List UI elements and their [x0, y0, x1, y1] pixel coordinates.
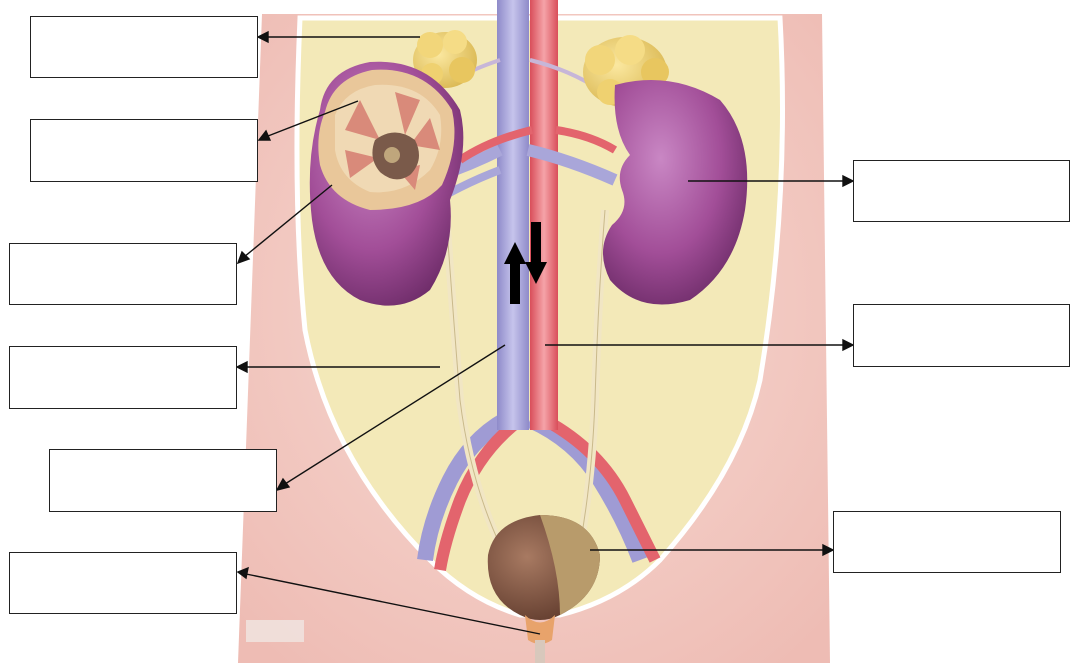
leader-arrowhead-6 — [238, 568, 248, 578]
skin-patch — [246, 620, 304, 642]
left-kidney-section — [310, 62, 464, 306]
inferior-vena-cava-vessel — [497, 0, 529, 430]
label-box-kidney[interactable] — [853, 160, 1070, 222]
label-box-renal-pelvis[interactable] — [9, 243, 237, 305]
label-box-bladder[interactable] — [833, 511, 1061, 573]
label-box-ureter[interactable] — [9, 346, 237, 409]
label-box-inferior-vena-cava[interactable] — [49, 449, 277, 512]
leader-arrowhead-8 — [843, 340, 853, 350]
label-box-urethra[interactable] — [9, 552, 237, 614]
leader-arrowhead-4 — [237, 362, 247, 372]
label-box-aorta[interactable] — [853, 304, 1070, 367]
leader-arrowhead-7 — [843, 176, 853, 186]
label-box-adrenal-gland[interactable] — [30, 16, 258, 78]
label-box-renal-cortex[interactable] — [30, 119, 258, 182]
